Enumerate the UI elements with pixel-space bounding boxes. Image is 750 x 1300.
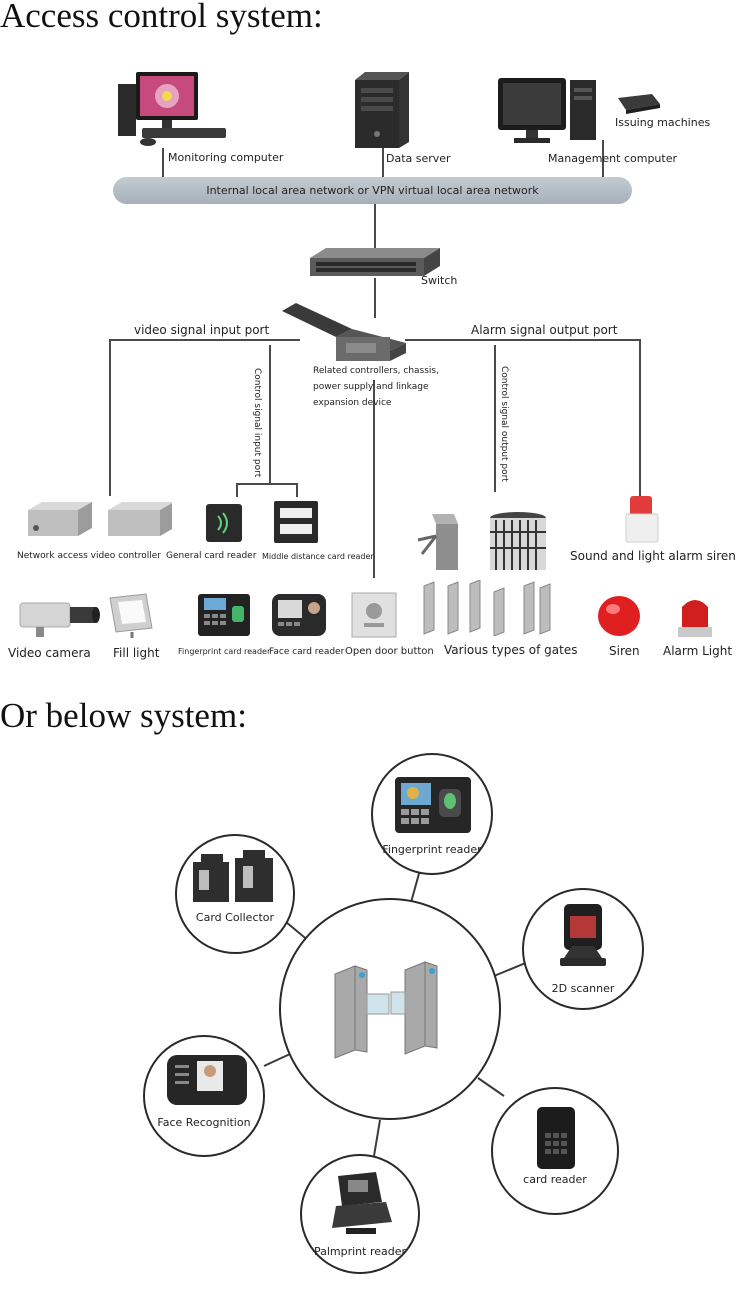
diagram-1-connection-lines: [109, 140, 641, 578]
label-issuing-machines: Issuing machines: [615, 116, 711, 129]
2d-scanner-icon: [560, 904, 606, 966]
middle-distance-reader-icon: [273, 500, 319, 548]
label-sound-light-alarm: Sound and light alarm siren: [570, 549, 736, 563]
label-fill-light: Fill light: [113, 646, 160, 660]
circle-card-collector: Card Collector: [175, 834, 295, 954]
card-collector-icon: [193, 850, 273, 902]
tripod-turnstile-icon: [414, 514, 474, 576]
full-height-turnstile-icon: [488, 512, 548, 578]
siren-icon: [596, 594, 642, 642]
label-monitoring-computer: Monitoring computer: [168, 151, 284, 164]
label-video-camera: Video camera: [8, 646, 91, 660]
label-controller-desc-3: expansion device: [313, 398, 392, 408]
speed-gate-icon: [334, 961, 438, 1059]
label-management-computer: Management computer: [548, 152, 678, 165]
speed-gates-icon: [420, 579, 552, 640]
palmprint-reader-icon: [332, 1172, 392, 1234]
fingerprint-terminal-icon: [395, 777, 471, 833]
label-network-video-controller: Network access video controller: [17, 551, 162, 561]
alarm-light-icon: [676, 593, 714, 643]
label-video-port: video signal input port: [134, 323, 270, 337]
card-reader-icon: [537, 1107, 575, 1169]
label-control-input: Control signal input port: [252, 368, 262, 478]
section-title-access-control: Access control system:: [0, 0, 323, 35]
label-alarm-light: Alarm Light: [663, 644, 733, 658]
center-circle-speed-gate: [279, 898, 501, 1120]
general-card-reader-icon: [204, 502, 244, 548]
label-siren: Siren: [609, 644, 640, 658]
alarm-siren-icon: [624, 494, 660, 550]
circle-palmprint-reader: Palmprint reader: [300, 1154, 420, 1274]
label-palmprint-reader: Palmprint reader: [313, 1245, 407, 1258]
open-door-button-icon: [350, 591, 398, 643]
label-face-card-reader: Face card reader: [269, 647, 345, 657]
lan-label: Internal local area network or VPN virtu…: [206, 184, 539, 197]
label-open-door-button: Open door button: [345, 646, 434, 657]
label-card-reader: card reader: [523, 1173, 587, 1186]
label-controller-desc-2: power supply and linkage: [313, 382, 429, 392]
label-face-recognition: Face Recognition: [157, 1116, 251, 1129]
network-switch-icon: [310, 248, 440, 286]
data-server-icon: [355, 72, 411, 152]
label-switch: Switch: [421, 274, 458, 287]
section-title-below-system: Or below system:: [0, 696, 247, 735]
circle-fingerprint-reader: Fingerprint reader: [371, 753, 493, 875]
face-card-reader-icon: [270, 592, 328, 642]
management-computer-icon: [498, 76, 602, 150]
circle-face-recognition: Face Recognition: [143, 1035, 265, 1157]
video-camera-icon: [18, 597, 102, 643]
fill-light-icon: [106, 592, 156, 644]
label-various-gates: Various types of gates: [444, 643, 578, 657]
label-fingerprint-card-reader: Fingerprint card reader: [178, 647, 271, 656]
label-card-collector: Card Collector: [195, 911, 275, 924]
circle-card-reader: card reader: [491, 1087, 619, 1215]
monitoring-computer-icon: [118, 70, 228, 152]
label-general-card-reader: General card reader: [166, 551, 257, 561]
fingerprint-card-reader-icon: [196, 592, 252, 642]
controller-box-icon: [282, 303, 410, 369]
label-2d-scanner: 2D scanner: [551, 982, 615, 995]
video-controller-icon: [22, 498, 174, 548]
label-middle-distance-reader: Middle distance card reader: [262, 552, 374, 561]
issuing-machine-icon: [612, 90, 662, 120]
label-alarm-port: Alarm signal output port: [471, 323, 618, 337]
label-controller-desc-1: Related controllers, chassis,: [313, 366, 439, 376]
label-fingerprint-reader: Fingerprint reader: [382, 843, 482, 856]
lan-bar: Internal local area network or VPN virtu…: [113, 177, 632, 204]
face-recognition-icon: [167, 1055, 247, 1105]
circle-2d-scanner: 2D scanner: [522, 888, 644, 1010]
label-data-server: Data server: [386, 152, 451, 165]
label-control-output: Control signal output port: [499, 366, 509, 482]
